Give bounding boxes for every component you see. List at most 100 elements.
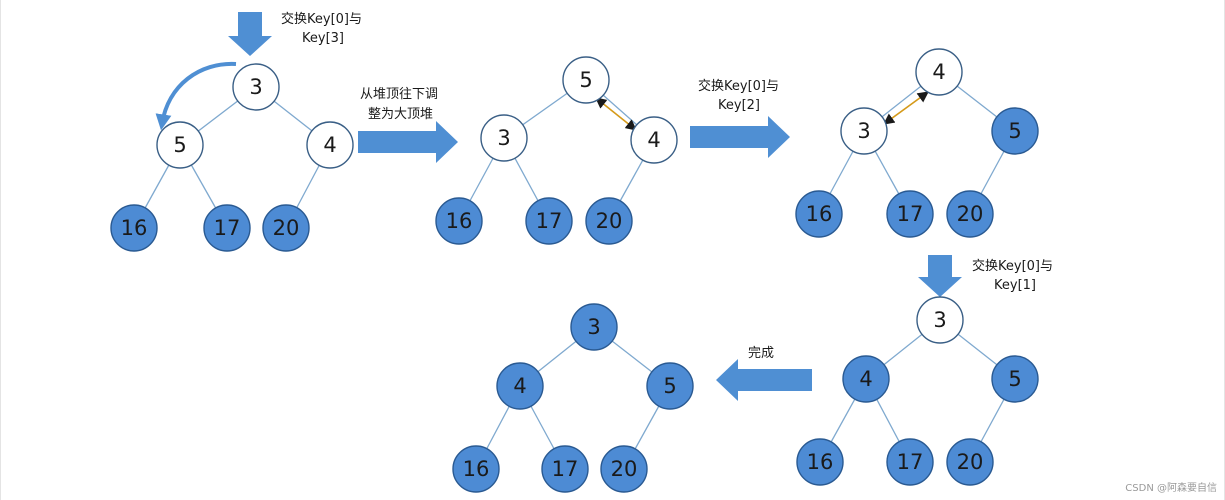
- node-circle: [570, 303, 618, 351]
- node-circle: [480, 114, 528, 162]
- down-arrow: [228, 12, 272, 56]
- tree-5: 3 4 5 16 17 20: [452, 303, 694, 493]
- node-value: 16: [806, 202, 833, 226]
- tree-node: 17: [203, 204, 251, 252]
- node-value: 5: [579, 68, 592, 92]
- swap-curve-arrow: [155, 61, 237, 131]
- heapify-label-line1: 从堆顶往下调: [360, 87, 438, 102]
- tree-4: 3 4 5 16 17 20: [796, 296, 1039, 486]
- node-value: 17: [214, 216, 241, 240]
- node-circle: [842, 355, 890, 403]
- tree-3: 4 3 5 16 17 20: [795, 48, 1039, 238]
- tree-1: 3 5 4 16 17 20: [110, 61, 354, 252]
- node-value: 5: [173, 133, 186, 157]
- node-value: 20: [957, 202, 984, 226]
- down-arrow: [918, 255, 962, 297]
- node-circle: [306, 121, 354, 169]
- right-arrow: [358, 121, 458, 163]
- node-value: 20: [273, 216, 300, 240]
- node-value: 3: [587, 315, 600, 339]
- node-circle: [496, 362, 544, 410]
- tree-node: 20: [600, 445, 648, 493]
- tree-node: 4: [842, 355, 890, 403]
- left-arrow: [716, 359, 812, 401]
- swap-0-2-label-line1: 交换Key[0]与: [698, 78, 779, 94]
- tree-node: 3: [840, 107, 888, 155]
- tree-node: 20: [262, 204, 310, 252]
- node-value: 5: [1008, 367, 1021, 391]
- tree-node: 20: [946, 438, 994, 486]
- tree-node: 5: [156, 121, 204, 169]
- node-circle: [946, 438, 994, 486]
- node-circle: [916, 296, 964, 344]
- node-value: 17: [897, 202, 924, 226]
- node-circle: [886, 438, 934, 486]
- node-value: 4: [513, 374, 526, 398]
- node-value: 20: [596, 209, 623, 233]
- node-value: 3: [249, 75, 262, 99]
- tree-node: 3: [916, 296, 964, 344]
- node-value: 5: [1008, 119, 1021, 143]
- tree-node: 16: [435, 197, 483, 245]
- node-circle: [262, 204, 310, 252]
- node-value: 16: [463, 457, 490, 481]
- node-circle: [435, 197, 483, 245]
- tree-node: 4: [306, 121, 354, 169]
- node-value: 17: [536, 209, 563, 233]
- node-value: 3: [497, 126, 510, 150]
- node-value: 4: [859, 367, 872, 391]
- node-value: 4: [932, 60, 945, 84]
- right-arrow: [690, 116, 790, 158]
- node-circle: [795, 190, 843, 238]
- node-circle: [840, 107, 888, 155]
- node-value: 20: [957, 450, 984, 474]
- node-value: 16: [807, 450, 834, 474]
- tree-node: 20: [946, 190, 994, 238]
- tree-node: 17: [886, 438, 934, 486]
- tree-node: 4: [496, 362, 544, 410]
- tree-node: 20: [585, 197, 633, 245]
- heapify-label-line2: 整为大顶堆: [368, 107, 433, 122]
- node-circle: [585, 197, 633, 245]
- tree-node: 16: [452, 445, 500, 493]
- tree-node: 16: [110, 204, 158, 252]
- swap-0-3-label-line1: 交换Key[0]与: [281, 11, 362, 27]
- tree-node: 3: [232, 63, 280, 111]
- tree-2: 5 3 4 16 17 20: [435, 56, 678, 245]
- node-value: 3: [857, 119, 870, 143]
- node-circle: [232, 63, 280, 111]
- tree-node: 17: [525, 197, 573, 245]
- node-circle: [991, 355, 1039, 403]
- tree-node: 16: [795, 190, 843, 238]
- tree-node: 4: [915, 48, 963, 96]
- node-value: 16: [446, 209, 473, 233]
- node-value: 17: [552, 457, 579, 481]
- node-circle: [646, 362, 694, 410]
- node-circle: [915, 48, 963, 96]
- swap-indicator: [883, 91, 929, 125]
- node-circle: [562, 56, 610, 104]
- node-circle: [630, 116, 678, 164]
- tree-node: 17: [886, 190, 934, 238]
- swap-indicator: [595, 97, 637, 131]
- node-circle: [946, 190, 994, 238]
- swap-0-2-label-line2: Key[2]: [718, 98, 760, 113]
- tree-node: 3: [480, 114, 528, 162]
- node-value: 3: [933, 308, 946, 332]
- node-circle: [886, 190, 934, 238]
- node-circle: [452, 445, 500, 493]
- node-value: 20: [611, 457, 638, 481]
- tree-node: 5: [991, 107, 1039, 155]
- node-value: 4: [323, 133, 336, 157]
- tree-node: 5: [991, 355, 1039, 403]
- node-value: 17: [897, 450, 924, 474]
- tree-node: 3: [570, 303, 618, 351]
- tree-node: 4: [630, 116, 678, 164]
- node-circle: [991, 107, 1039, 155]
- swap-0-1-label-line2: Key[1]: [994, 278, 1036, 293]
- node-value: 5: [663, 374, 676, 398]
- done-label: 完成: [748, 346, 774, 361]
- tree-node: 5: [562, 56, 610, 104]
- swap-0-1-label-line1: 交换Key[0]与: [972, 258, 1053, 274]
